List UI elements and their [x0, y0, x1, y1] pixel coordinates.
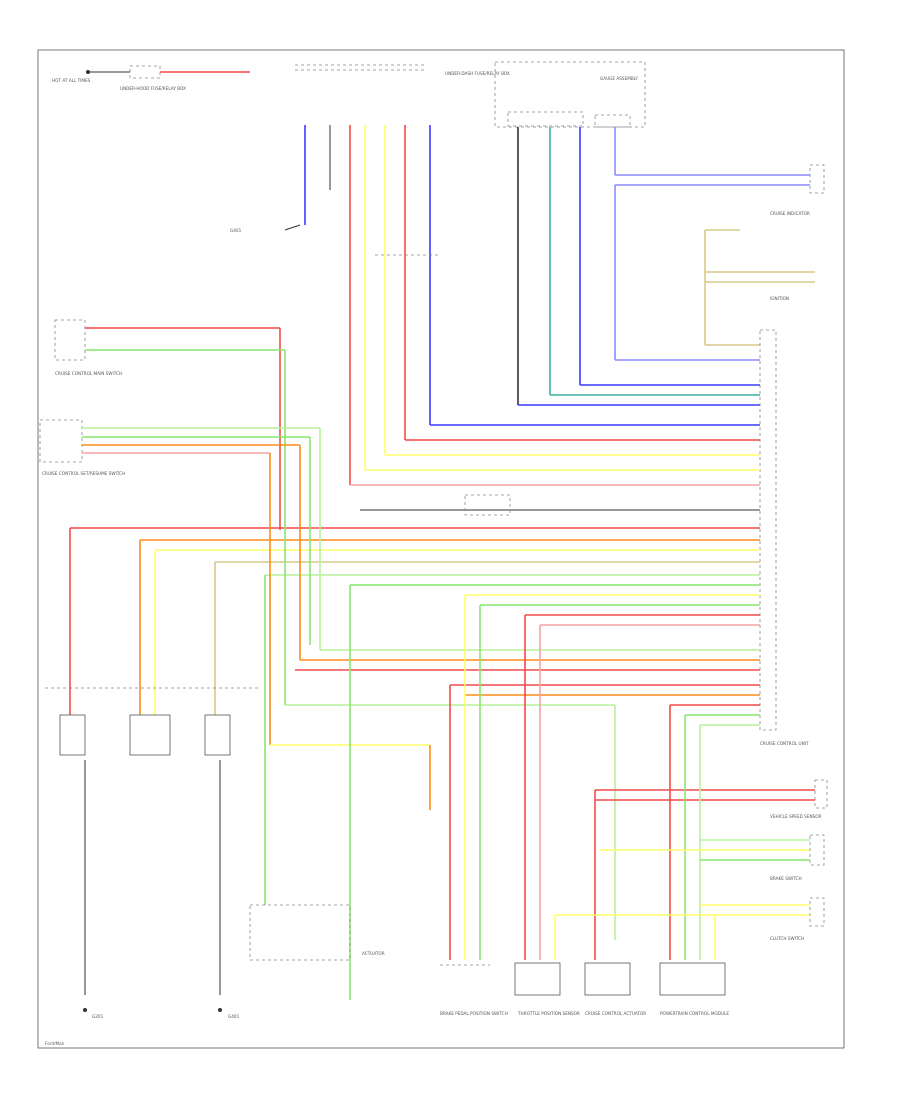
relays: G201 G401: [59, 714, 240, 1019]
top-vertical-wires: G401: [230, 125, 440, 485]
combo-switch: CRUISE CONTROL SET/RESUME SWITCH: [39, 419, 431, 810]
ground-b1-label: G201: [92, 1014, 104, 1019]
right-label-6: CLUTCH SWITCH: [770, 936, 804, 941]
control-unit-connector: CRUISE CONTROL UNIT: [759, 329, 809, 746]
fuse-box-label: UNDER-HOOD FUSE/RELAY BOX: [120, 86, 186, 91]
meter-wires: CRUISE INDICATOR: [517, 127, 825, 406]
fuse-label: HOT AT ALL TIMES: [52, 78, 91, 83]
main-switch: CRUISE CONTROL MAIN SWITCH: [54, 319, 616, 940]
bottom-label-3: ACTUATOR: [362, 951, 385, 956]
meter-ecu-label: GAUGE ASSEMBLY: [600, 76, 638, 81]
right-label-1: CRUISE INDICATOR: [770, 211, 810, 216]
tan-wires: IGNITION: [704, 229, 815, 346]
combo-switch-label: CRUISE CONTROL SET/RESUME SWITCH: [42, 471, 125, 476]
top-connector-group: UNDER-DASH FUSE/RELAY BOX GAUGE ASSEMBLY: [295, 61, 646, 128]
right-lower-connectors: VEHICLE SPEED SENSOR BRAKE SWITCH CLUTCH…: [554, 779, 828, 960]
right-label-2: IGNITION: [770, 296, 789, 301]
ground-b2-label: G401: [228, 1014, 240, 1019]
bottom-components: ACTUATOR BRAKE PEDAL POSITION SWITCH THR…: [249, 595, 815, 1016]
right-label-3: CRUISE CONTROL UNIT: [760, 741, 809, 746]
footer-label: Ford/Maz: [45, 1041, 65, 1046]
right-label-5: BRAKE SWITCH: [770, 876, 802, 881]
bottom-label-5: THROTTLE POSITION SENSOR: [517, 1011, 580, 1016]
right-label-4: VEHICLE SPEED SENSOR: [770, 814, 822, 819]
horizontal-wires: [70, 424, 760, 726]
bottom-label-6: CRUISE CONTROL ACTUATOR: [585, 1011, 646, 1016]
bottom-label-7: POWERTRAIN CONTROL MODULE: [660, 1011, 729, 1016]
junction-label: UNDER-DASH FUSE/RELAY BOX: [445, 71, 510, 76]
switch-label: CRUISE CONTROL MAIN SWITCH: [55, 371, 122, 376]
diagram-frame: [37, 49, 845, 1049]
ground-top-label: G401: [230, 228, 242, 233]
left-vertical-wires: [45, 528, 351, 1000]
bottom-label-4: BRAKE PEDAL POSITION SWITCH: [440, 1011, 508, 1016]
fuse-area: HOT AT ALL TIMES UNDER-HOOD FUSE/RELAY B…: [52, 65, 250, 91]
